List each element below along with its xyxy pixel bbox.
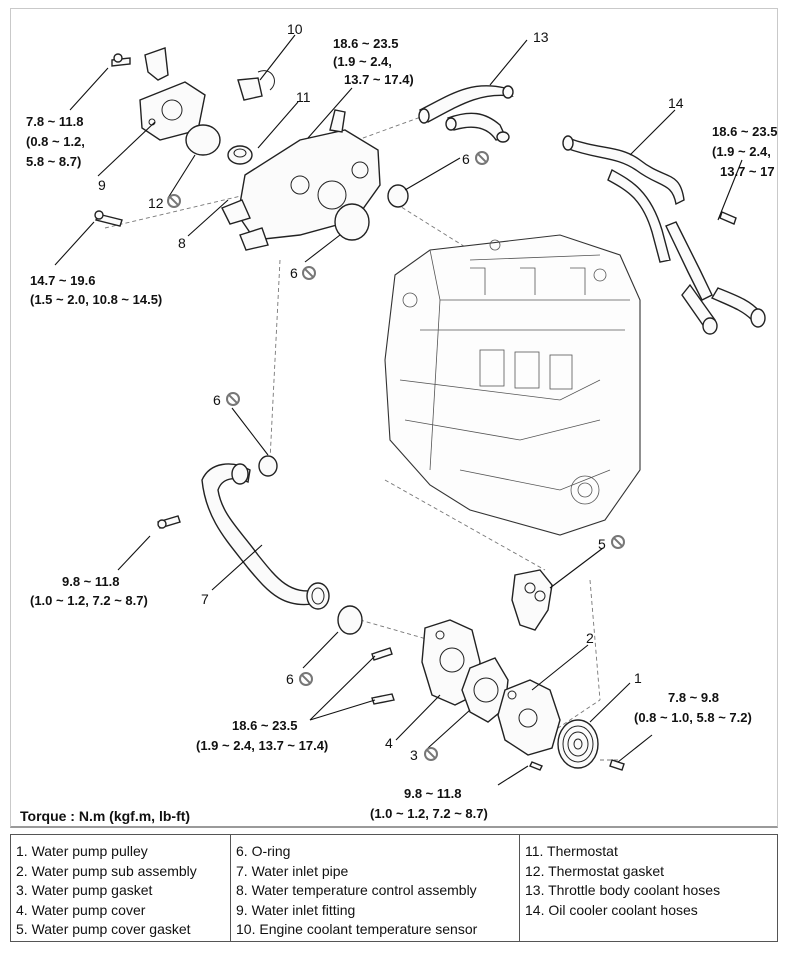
thermostat-gasket xyxy=(185,124,221,156)
legend-item: 8. Water temperature control assembly xyxy=(236,882,477,899)
torque-label: 18.6 ~ 23.5 xyxy=(232,718,297,733)
callout-12: 12 xyxy=(148,195,164,211)
torque-label: 13.7 ~ 17 xyxy=(720,164,775,179)
engine-block xyxy=(384,234,641,536)
legend-item: 13. Throttle body coolant hoses xyxy=(525,882,721,899)
torque-label: 14.7 ~ 19.6 xyxy=(30,273,95,288)
water-pump-sub-assembly xyxy=(497,679,561,756)
coolant-temp-sensor xyxy=(237,70,275,101)
legend-item: 9. Water inlet fitting xyxy=(236,901,356,918)
torque-label: (1.5 ~ 2.0, 10.8 ~ 14.5) xyxy=(30,292,162,307)
torque-label: 13.7 ~ 17.4) xyxy=(344,72,414,87)
callout-7: 7 xyxy=(201,591,209,607)
legend-item: 6. O-ring xyxy=(236,843,291,859)
callout-11: 11 xyxy=(296,89,311,105)
o-ring-pipe-bottom xyxy=(337,605,363,635)
torque-units-note: Torque : N.m (kgf.m, lb-ft) xyxy=(20,808,190,824)
torque-label: (1.9 ~ 2.4, 13.7 ~ 17.4) xyxy=(196,738,328,753)
legend-column-1: 1. Water pump pulley 2. Water pump sub a… xyxy=(11,835,231,941)
callout-numbers: 10 11 13 14 9 12 8 6 6 6 7 6 5 2 1 4 3 xyxy=(98,21,684,763)
torque-label: (1.9 ~ 2.4, xyxy=(333,54,392,69)
o-ring-mid xyxy=(334,203,370,241)
legend-column-2: 6. O-ring 7. Water inlet pipe 8. Water t… xyxy=(231,835,520,941)
parts-legend: 1. Water pump pulley 2. Water pump sub a… xyxy=(10,834,778,942)
callout-6a: 6 xyxy=(462,151,470,167)
callout-6d: 6 xyxy=(286,671,294,687)
legend-item: 5. Water pump cover gasket xyxy=(16,921,191,938)
torque-label: 18.6 ~ 23.5 xyxy=(712,124,777,139)
prohibition-icon xyxy=(226,392,240,406)
water-pump-gasket xyxy=(461,657,509,723)
callout-14: 14 xyxy=(668,95,684,111)
legend-item: 7. Water inlet pipe xyxy=(236,862,349,879)
prohibition-icon xyxy=(302,266,316,280)
callout-6c: 6 xyxy=(213,392,221,408)
throttle-body-coolant-hoses xyxy=(418,85,514,143)
legend-item: 14. Oil cooler coolant hoses xyxy=(525,901,698,918)
o-ring-upper xyxy=(387,184,409,208)
prohibition-icon xyxy=(167,194,181,208)
leader-lines xyxy=(54,34,743,786)
prohibition-icon xyxy=(424,747,438,761)
water-inlet-fitting xyxy=(111,47,206,141)
callout-5: 5 xyxy=(598,536,606,552)
diagram-frame xyxy=(10,8,778,828)
torque-label: 18.6 ~ 23.5 xyxy=(333,36,398,51)
torque-label: 5.8 ~ 8.7) xyxy=(26,154,81,169)
legend-item: 2. Water pump sub assembly xyxy=(16,862,197,879)
prohibition-icon xyxy=(611,535,625,549)
torque-label: (0.8 ~ 1.0, 5.8 ~ 7.2) xyxy=(634,710,752,725)
callout-3: 3 xyxy=(410,747,418,763)
bolt-pipe xyxy=(157,515,181,529)
callout-2: 2 xyxy=(586,630,594,646)
torque-label: 7.8 ~ 11.8 xyxy=(26,114,83,129)
prohibition-icon xyxy=(299,672,313,686)
torque-labels: 7.8 ~ 11.8 (0.8 ~ 1.2, 5.8 ~ 8.7) 18.6 ~… xyxy=(26,36,777,821)
torque-label: 9.8 ~ 11.8 xyxy=(62,574,119,589)
thermostat xyxy=(227,145,253,165)
torque-label: (0.8 ~ 1.2, xyxy=(26,134,85,149)
legend-item: 11. Thermostat xyxy=(525,843,618,859)
water-inlet-pipe xyxy=(201,463,330,610)
legend-item: 10. Engine coolant temperature sensor xyxy=(236,921,478,938)
callout-13: 13 xyxy=(533,29,549,45)
torque-label: (1.9 ~ 2.4, xyxy=(712,144,771,159)
pump-bolts xyxy=(371,647,625,771)
legend-item: 1. Water pump pulley xyxy=(16,843,148,859)
water-pump-pulley xyxy=(557,719,599,769)
callout-4: 4 xyxy=(385,735,393,751)
callout-1: 1 xyxy=(634,670,642,686)
legend-item: 12. Thermostat gasket xyxy=(525,862,665,879)
legend-item: 3. Water pump gasket xyxy=(16,882,153,899)
water-pump-cover-gasket xyxy=(511,569,553,631)
legend-item: 4. Water pump cover xyxy=(16,901,146,918)
callout-6b: 6 xyxy=(290,265,298,281)
torque-label: 9.8 ~ 11.8 xyxy=(404,786,461,801)
oil-cooler-coolant-hoses xyxy=(562,135,766,335)
callout-10: 10 xyxy=(287,21,303,37)
bolt-left xyxy=(94,210,123,227)
prohibition-icon xyxy=(475,151,489,165)
torque-label: (1.0 ~ 1.2, 7.2 ~ 8.7) xyxy=(30,593,148,608)
callout-8: 8 xyxy=(178,235,186,251)
torque-label: 7.8 ~ 9.8 xyxy=(668,690,719,705)
legend-column-3: 11. Thermostat 12. Thermostat gasket 13.… xyxy=(520,835,777,941)
callout-9: 9 xyxy=(98,177,106,193)
o-ring-pipe-top xyxy=(258,455,278,477)
torque-label: (1.0 ~ 1.2, 7.2 ~ 8.7) xyxy=(370,806,488,821)
